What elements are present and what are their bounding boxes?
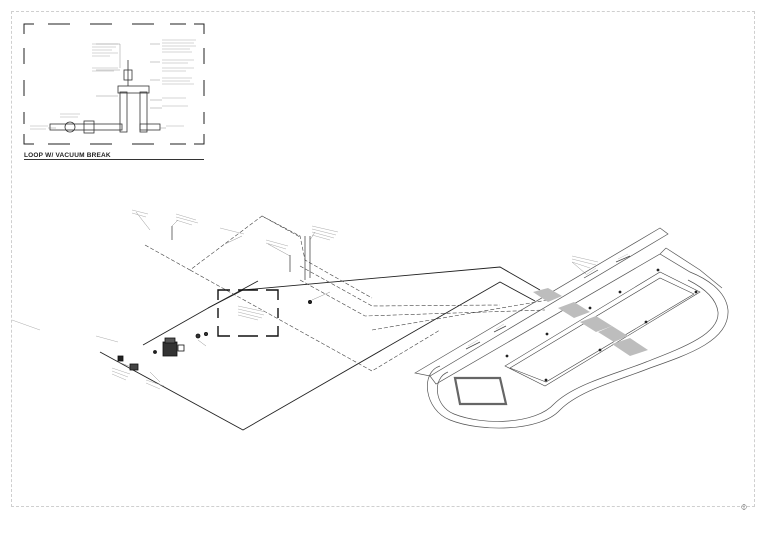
- paver-hatch: [533, 288, 648, 356]
- detail-piping: [49, 60, 161, 134]
- sheet-border: [11, 11, 755, 507]
- sheet-mark: [741, 504, 747, 510]
- detail-frame: [23, 23, 205, 145]
- vacuum-break-highlight: [217, 289, 279, 337]
- vacuum-break-note-lines: [237, 305, 267, 321]
- detail-leaders: [48, 43, 166, 129]
- drip-emitters: [465, 255, 631, 350]
- detail-note-lines: [30, 39, 196, 130]
- sprinkler-heads: [505, 268, 698, 382]
- deck-perimeter: [414, 227, 723, 385]
- pool-outline: [427, 253, 729, 429]
- detail-title-rule: [24, 159, 204, 160]
- spa-outline: [453, 376, 508, 406]
- planting-area: [504, 271, 701, 387]
- callout-leaders: [117, 211, 587, 383]
- drip-zone-lines: [171, 226, 311, 280]
- emitter-labels: [467, 253, 629, 347]
- callout-note-lines: [11, 209, 599, 390]
- backflow-assembly: [117, 299, 312, 371]
- detail-title: LOOP W/ VACUUM BREAK: [24, 152, 111, 159]
- lateral-dashed-pipes: [144, 215, 549, 372]
